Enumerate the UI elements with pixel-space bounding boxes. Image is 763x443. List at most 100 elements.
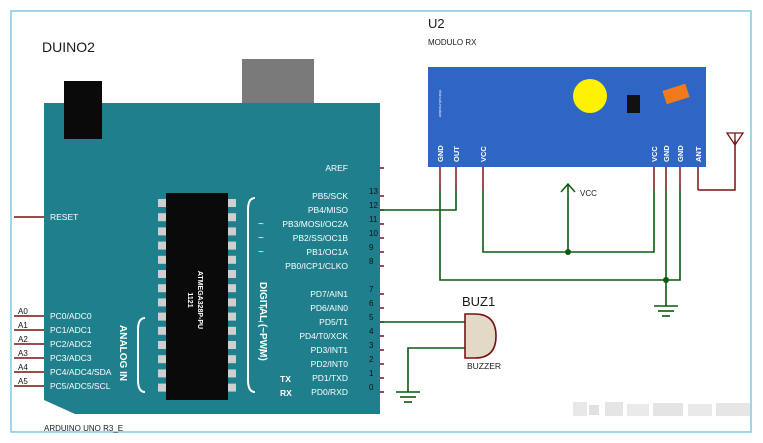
chip-code: 1121: [186, 292, 193, 307]
chip-pin: [158, 241, 167, 250]
digital-pin-name: PD5/T1: [319, 317, 348, 327]
atmega-chip: [166, 193, 228, 400]
rx-led: [662, 83, 690, 105]
digital-pin-name: PB3/MOSI/OC2A: [282, 219, 348, 229]
chip-pin: [158, 199, 167, 207]
digital-pin-name: PD2/INT0: [311, 359, 349, 369]
analog-pin-number: A4: [18, 363, 28, 372]
digital-pin-number: 2: [369, 355, 374, 364]
antenna-icon: [725, 132, 745, 147]
analog-pin-name: PC3/ADC3: [50, 353, 92, 363]
digital-pin-name: PD3/INT1: [311, 345, 349, 355]
digital-pin-name: PB1/OC1A: [306, 247, 348, 257]
ground-symbol-module: [654, 305, 678, 317]
analog-pin-number: A2: [18, 335, 28, 344]
power-jack-lower: [64, 103, 102, 139]
module-pin-label: VCC: [479, 146, 488, 162]
analog-pin-number: A0: [18, 307, 28, 316]
analog-pin-name: PC0/ADC0: [50, 311, 92, 321]
chip-pin: [158, 298, 167, 307]
digital-pin-number: 7: [369, 285, 374, 294]
buzzer-designator: BUZ1: [462, 294, 495, 309]
wire-gnd-right: [666, 190, 681, 281]
module-pin-label: GND: [436, 145, 445, 162]
digital-pin-number: 11: [369, 215, 378, 224]
chip-pin: [227, 298, 236, 307]
chip-pin: [158, 284, 167, 293]
digital-pin-name: PD1/TXD: [312, 373, 348, 383]
chip-pin: [227, 341, 236, 349]
digital-pin-name: PD0/RXD: [311, 387, 348, 397]
digital-group-label: DIGITAL (~PWM): [257, 282, 268, 361]
chip-pin: [227, 383, 236, 392]
chip-pin: [158, 270, 167, 278]
digital-pin-number: 0: [369, 383, 374, 392]
module-pin-label: OUT: [452, 146, 461, 162]
chip-pins-left: [158, 199, 167, 392]
module-pin-label: GND: [676, 145, 685, 162]
digital-pin-number: 4: [369, 327, 374, 336]
digital-bracket: [247, 197, 256, 393]
digital-pin-name: PD7/AIN1: [310, 289, 348, 299]
rx-module-body: [428, 67, 706, 167]
analog-bracket: [137, 317, 146, 393]
digital-pin-number: 3: [369, 341, 374, 350]
chip-pin: [227, 227, 236, 236]
arduino-designator: DUINO2: [42, 39, 95, 55]
sheet-frame: [10, 10, 752, 433]
digital-pin-name: PD6/AIN0: [310, 303, 348, 313]
reset-label: RESET: [50, 212, 78, 222]
analog-pin-name: PC4/ADC4/SDA: [50, 367, 112, 377]
chip-pin: [227, 241, 236, 250]
digital-pin-name: PB4/MISO: [308, 205, 349, 215]
chip-pin: [158, 341, 167, 349]
chip-pin: [158, 355, 167, 364]
tx-label: TX: [280, 374, 291, 384]
chip-label: ATMEGA328P-PU: [196, 271, 203, 329]
junction-vcc: [565, 249, 571, 255]
digital-pin-name: PB5/SCK: [312, 191, 348, 201]
chip-pin: [227, 270, 236, 278]
rx-module-name: MODULO RX: [428, 38, 477, 47]
chip-pin: [227, 369, 236, 378]
analog-pin-number: A5: [18, 377, 28, 386]
chip-pin: [158, 255, 167, 264]
digital-pin-number: 10: [369, 229, 378, 238]
chip-pin: [158, 326, 167, 335]
chip-pin: [227, 312, 236, 321]
analog-pin-number: A3: [18, 349, 28, 358]
digital-pin-name: PB0/ICP1/CLKO: [285, 261, 348, 271]
buzzer-body: [464, 313, 497, 359]
chip-pins-right: [227, 199, 236, 392]
watermark: [573, 402, 750, 416]
ground-symbol-buzzer: [396, 391, 420, 403]
digital-pin-name: PD4/T0/XCK: [299, 331, 348, 341]
chip-pin: [227, 255, 236, 264]
module-pin-label: GND: [662, 145, 671, 162]
wire-data-out: [380, 190, 457, 211]
wire-gnd-left: [439, 190, 666, 281]
digital-pin-number: 6: [369, 299, 374, 308]
rx-ic: [627, 95, 640, 113]
digital-pin-number: 12: [369, 201, 378, 210]
analog-pin-name: PC1/ADC1: [50, 325, 92, 335]
chip-pin: [227, 199, 236, 207]
rx-module-silk: rfcircuit-module: [438, 90, 443, 118]
module-pin-label: VCC: [650, 146, 659, 162]
module-pin-label: ANT: [694, 146, 703, 162]
chip-pin: [227, 326, 236, 335]
crystal-circle: [573, 79, 607, 113]
pwm-mark: ~: [258, 233, 264, 244]
digital-pin-number: 1: [369, 369, 374, 378]
pwm-mark: ~: [258, 345, 264, 356]
chip-pin: [227, 213, 236, 222]
chip-pin: [158, 369, 167, 378]
antenna-wire: [698, 140, 736, 191]
analog-pin-name: PC2/ADC2: [50, 339, 92, 349]
aref-label: AREF: [325, 163, 348, 173]
junction-gnd: [663, 277, 669, 283]
wires: [380, 185, 681, 392]
